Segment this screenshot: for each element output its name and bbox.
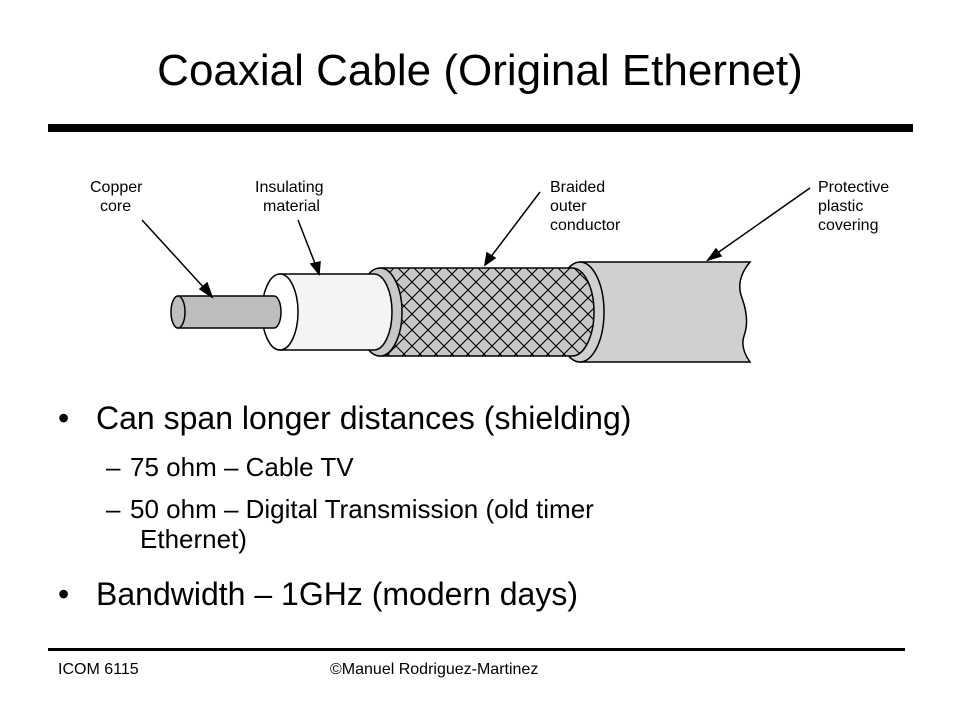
label-copper-core-line: core [100,198,131,215]
copper-core-shape [170,295,282,329]
footer-divider [48,648,905,651]
bullet-dot: • [58,576,70,612]
bullet-text: Bandwidth – 1GHz (modern days) [96,576,578,612]
bullet-item: • Bandwidth – 1GHz (modern days) [58,574,918,614]
label-insulating-line: Insulating [255,179,324,196]
label-braided-line: outer [550,198,587,215]
label-insulating-material: Insulating material [255,179,328,215]
label-protective-covering: Protective plastic covering [818,179,894,234]
label-copper-core: Copper core [90,179,147,215]
sub-bullet-dash: – [106,494,121,524]
sub-bullet-item: – 50 ohm – Digital Transmission (old tim… [58,494,918,524]
bullet-dot: • [58,400,70,436]
label-copper-core-line: Copper [90,179,143,196]
copyright-notice: ©Manuel Rodriguez-Martinez [330,661,539,678]
bullet-item: • Can span longer distances (shielding) [58,398,918,438]
label-braided-line: Braided [550,179,605,196]
label-protective-line: plastic [818,198,863,215]
label-insulating-line: material [263,198,320,215]
insulating-material-shape [261,273,393,351]
label-protective-line: covering [818,217,878,234]
course-code: ICOM 6115 [58,661,139,678]
label-braided-line: conductor [550,217,621,234]
coaxial-cable-diagram: Copper core Insulating material Braided … [60,170,920,380]
title-divider [48,124,913,132]
callout-arrows [141,187,811,299]
label-protective-line: Protective [818,179,889,196]
braided-conductor-shape [357,267,595,357]
label-braided-conductor: Braided outer conductor [550,179,621,234]
slide-title: Coaxial Cable (Original Ethernet) [157,46,803,95]
sub-bullet-text: 75 ohm – Cable TV [130,452,354,482]
bullet-text: Can span longer distances (shielding) [96,400,632,436]
bullet-list: • Can span longer distances (shielding) … [58,398,918,614]
sub-bullet-item: – 75 ohm – Cable TV [58,452,918,482]
sub-bullet-text: 50 ohm – Digital Transmission (old timer [130,494,594,524]
sub-bullet-dash: – [106,452,121,482]
sub-bullet-text: Ethernet) [140,524,247,554]
sub-bullet-continuation: Ethernet) [58,524,918,554]
